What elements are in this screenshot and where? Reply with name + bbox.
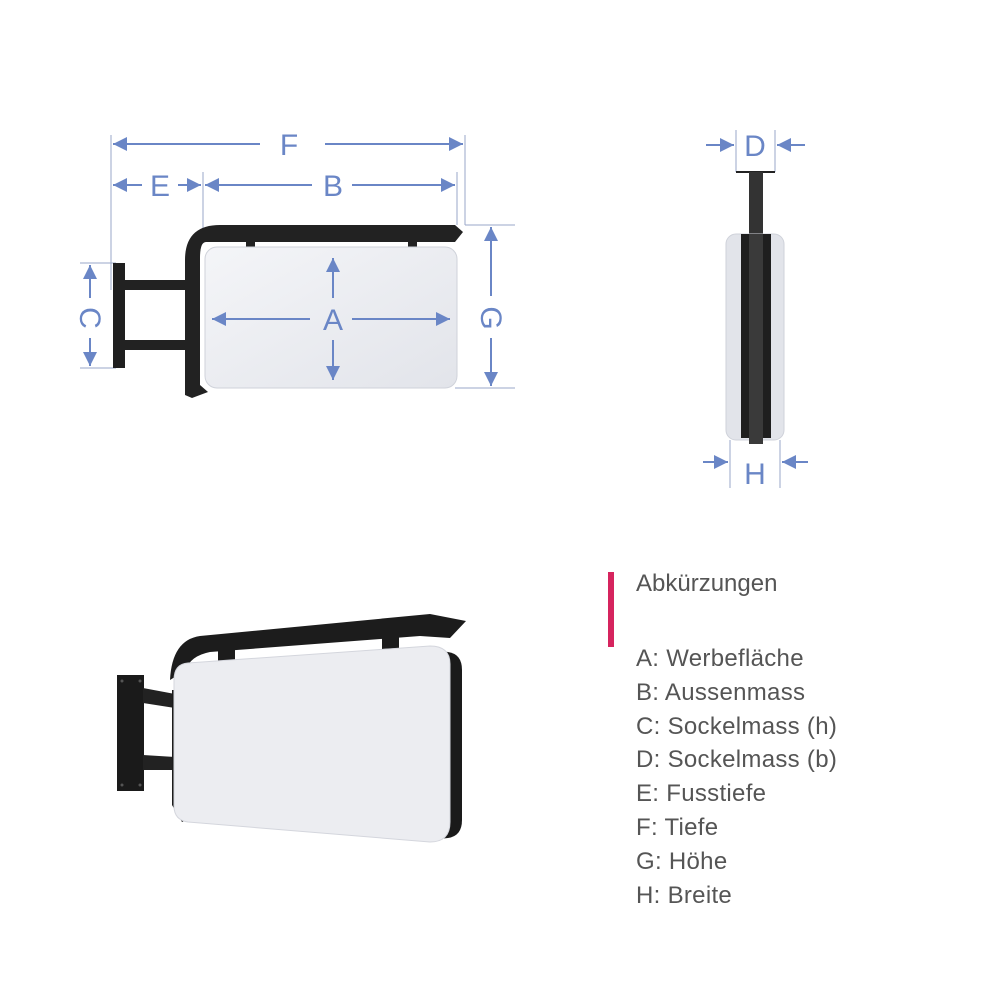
dim-label-g: G bbox=[474, 306, 507, 329]
legend-item-c: C: Sockelmass (h) bbox=[636, 712, 838, 740]
dim-label-e: E bbox=[150, 170, 170, 203]
dim-label-c: C bbox=[73, 307, 106, 329]
dim-label-d: D bbox=[744, 130, 766, 163]
legend-item-h: H: Breite bbox=[636, 881, 733, 909]
side-view: F E B A C G bbox=[73, 129, 515, 398]
dim-label-h: H bbox=[744, 458, 766, 491]
dim-label-a: A bbox=[323, 304, 343, 337]
legend-accent-bar bbox=[608, 572, 614, 647]
legend-item-g: G: Höhe bbox=[636, 847, 728, 875]
legend-item-a: A: Werbefläche bbox=[636, 645, 804, 672]
legend-item-b: B: Aussenmass bbox=[636, 678, 806, 706]
perspective-view bbox=[117, 614, 466, 843]
legend-item-e: E: Fusstiefe bbox=[636, 780, 767, 808]
legend-list: A: Werbefläche B: Aussenmass C: Sockelma… bbox=[636, 642, 837, 912]
dim-label-f: F bbox=[280, 129, 298, 162]
end-view: D H bbox=[703, 130, 808, 491]
legend-item-f: F: Tiefe bbox=[636, 813, 719, 841]
legend-title: Abkürzungen bbox=[636, 570, 778, 597]
legend-item-d: D: Sockelmass (b) bbox=[636, 746, 838, 774]
dim-label-b: B bbox=[323, 170, 343, 203]
